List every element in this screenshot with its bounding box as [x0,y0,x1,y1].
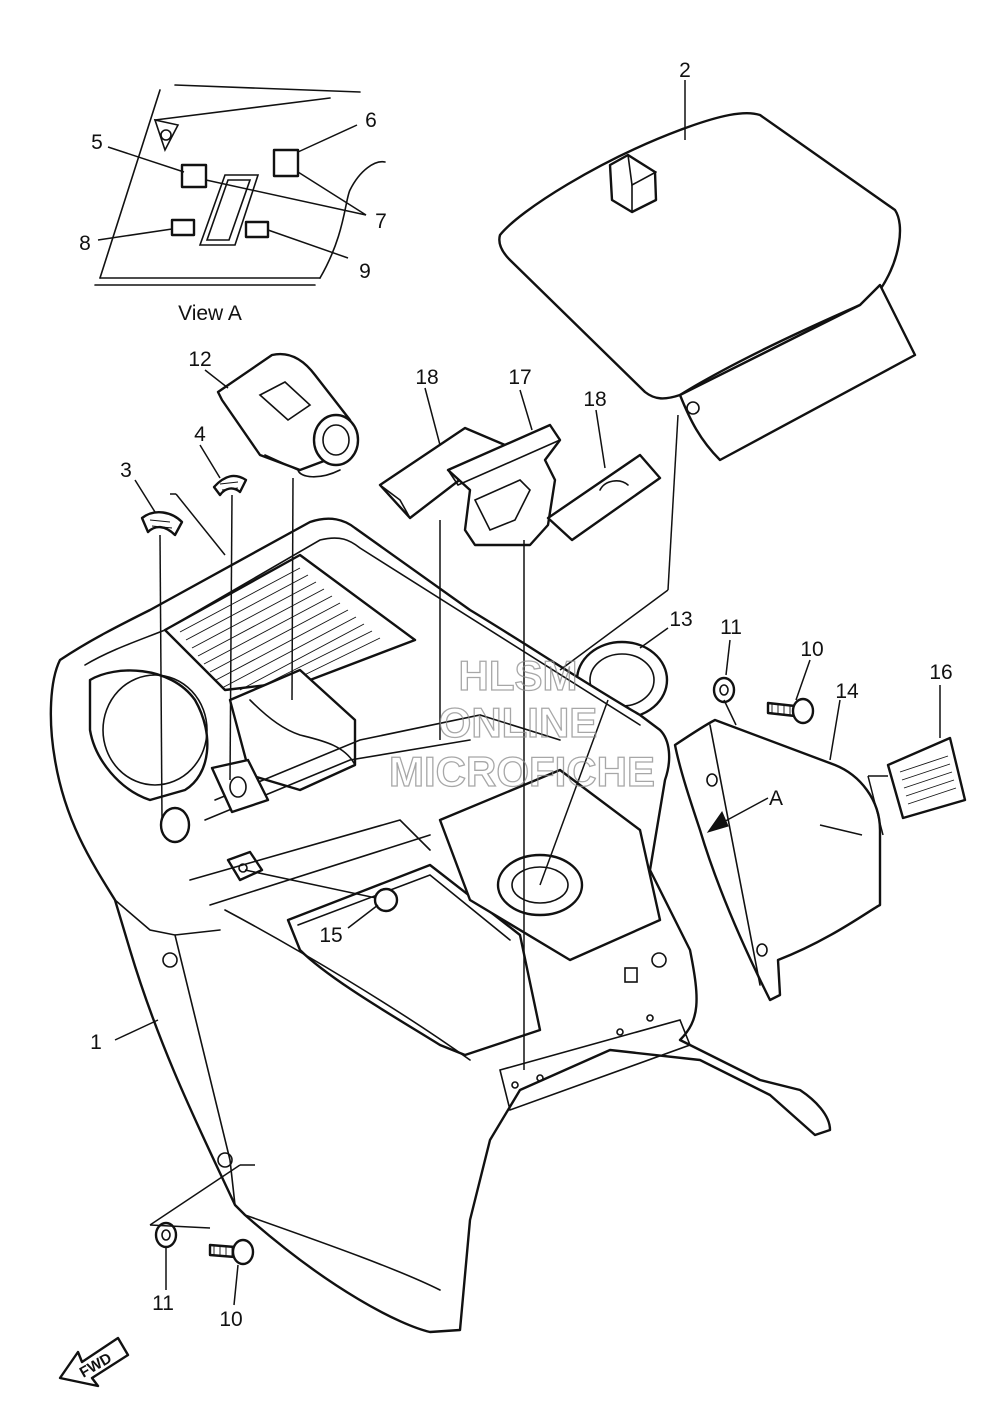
switch-6 [272,148,300,178]
view-a-inset: View A [94,84,386,325]
callout-16: 16 [929,661,952,684]
screw-part-10-right [766,697,815,725]
callout-11-right: 11 [720,616,742,639]
callout-leaders [114,80,941,1306]
callout-18-left: 18 [415,366,438,389]
callout-1: 1 [90,1031,102,1054]
switch-9 [244,220,270,239]
washer-part-11-right [712,676,736,704]
callout-12: 12 [188,348,211,371]
callout-5: 5 [91,131,103,154]
callout-15: 15 [319,924,342,947]
plug-part-15 [373,887,399,913]
watermark-line-3: MICROFICHE [389,748,655,795]
boot-part-12 [216,352,360,478]
lid-part-2 [498,111,917,462]
callout-11-left: 11 [152,1292,174,1315]
assembly-lines [149,414,888,1229]
washer-part-11-left [154,1221,178,1249]
callout-17: 17 [508,366,531,389]
label-part-3 [140,511,184,537]
callout-18-right: 18 [583,388,606,411]
callout-2: 2 [679,59,691,82]
callout-4: 4 [194,423,206,446]
console-part-1 [49,517,832,1334]
screw-part-10-left [208,1238,255,1266]
watermark-line-2: ONLINE [439,699,598,746]
bracket-part-17 [446,423,562,547]
switch-5 [180,163,208,189]
label-part-16 [886,736,967,820]
view-a-caption: View A [178,302,242,325]
watermark: HLSM ONLINE MICROFICHE [388,651,655,795]
callout-14: 14 [835,680,859,703]
pad-part-18-right [546,453,662,542]
callout-7: 7 [375,210,387,233]
callout-10-left: 10 [219,1308,242,1331]
callout-3: 3 [120,459,132,482]
side-panel-part-14 [673,718,882,1002]
forward-arrow-icon: FWD [58,1336,130,1388]
callout-8: 8 [79,232,91,255]
callout-6: 6 [365,109,377,132]
switch-8 [170,218,196,237]
view-a-arrow-label: A [769,787,783,810]
callout-10-right: 10 [800,638,823,661]
watermark-line-1: HLSM [459,652,578,699]
callout-numbers: 1 2 3 4 5 6 7 8 9 10 10 11 11 12 13 14 1… [79,59,953,1331]
label-part-4 [212,474,248,497]
callout-9: 9 [359,260,371,283]
callout-13: 13 [669,608,692,631]
